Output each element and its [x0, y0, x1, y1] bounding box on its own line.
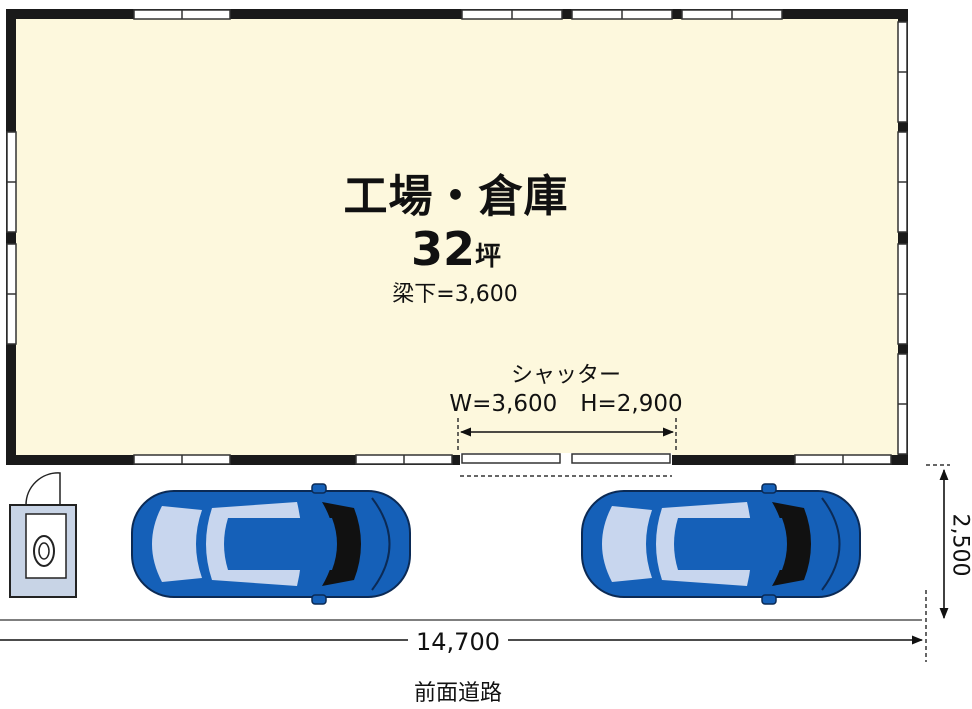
area-unit: 坪	[475, 242, 501, 272]
width-dimension-label: 14,700	[408, 628, 508, 656]
road-label: 前面道路	[414, 675, 502, 707]
building-area: 32坪	[411, 222, 501, 276]
area-value: 32	[411, 222, 475, 276]
car-icon	[582, 484, 860, 604]
car-icon	[132, 484, 410, 604]
depth-dimension-label: 2,500	[948, 514, 972, 577]
toilet-booth-icon	[10, 473, 76, 597]
building-name: 工場・倉庫	[344, 160, 569, 224]
shutter-size: W=3,600 H=2,900	[449, 384, 682, 418]
beam-height: 梁下=3,600	[392, 276, 517, 308]
